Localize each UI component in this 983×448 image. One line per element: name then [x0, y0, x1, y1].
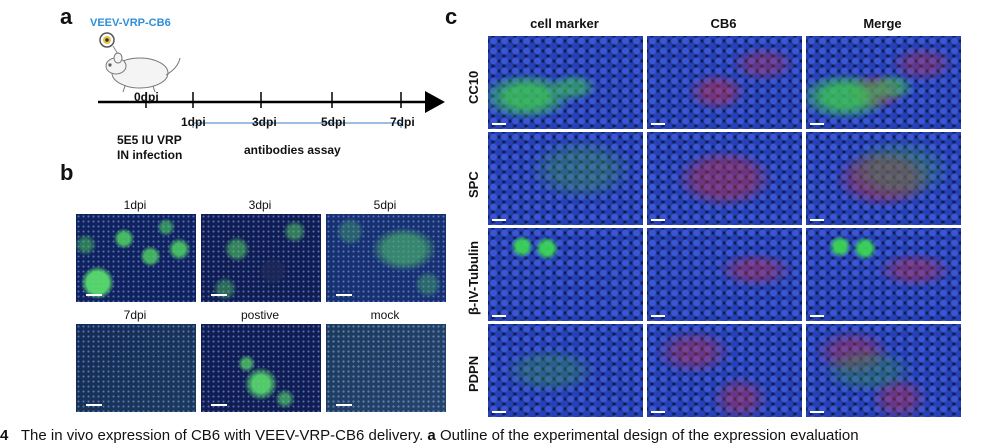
c-image-pdpn-merge — [805, 323, 962, 418]
c-image-beta-iv-tubulin-cb6 — [646, 227, 803, 322]
b-image-5dpi — [325, 213, 447, 303]
c-image-beta-iv-tubulin-cell-marker — [487, 227, 644, 322]
c-row-cc10: CC10 — [466, 70, 481, 104]
c-row-pdpn: PDPN — [466, 355, 481, 392]
b-image-postive — [200, 323, 322, 413]
figure-caption: 4 The in vivo expression of CB6 with VEE… — [0, 427, 983, 444]
vector-label: VEEV-VRP-CB6 — [90, 17, 171, 29]
assay-label: antibodies assay — [244, 143, 341, 157]
assay-bracket — [192, 122, 402, 128]
tick-3dpi: 3dpi — [252, 115, 277, 129]
panel-b-letter: b — [60, 160, 74, 185]
timeline-arrowhead — [425, 91, 445, 113]
scale-bar — [651, 315, 665, 317]
b-label-mock: mock — [370, 308, 400, 322]
b-image-3dpi — [200, 213, 322, 303]
scale-bar — [810, 219, 824, 221]
c-image-pdpn-cb6 — [646, 323, 803, 418]
dose-label: 5E5 IU VRP — [117, 133, 182, 147]
c-image-pdpn-cell-marker — [487, 323, 644, 418]
scale-bar — [810, 315, 824, 317]
route-label: IN infection — [117, 148, 183, 162]
c-col-cb6: CB6 — [710, 16, 737, 31]
scale-bar — [651, 219, 665, 221]
tick-1dpi: 1dpi — [181, 115, 206, 129]
c-image-spc-merge — [805, 131, 962, 226]
c-image-spc-cb6 — [646, 131, 803, 226]
c-image-cc10-merge — [805, 35, 962, 130]
scale-bar — [651, 123, 665, 125]
scale-bar — [810, 123, 824, 125]
c-row-spc: SPC — [466, 171, 481, 198]
c-image-cc10-cell-marker — [487, 35, 644, 130]
scale-bar — [492, 219, 506, 221]
b-image-1dpi — [75, 213, 197, 303]
caption-a-text: Outline of the experimental design of th… — [439, 427, 859, 444]
scale-bar — [810, 411, 824, 413]
b-label-3dpi: 3dpi — [248, 198, 272, 212]
b-image-7dpi — [75, 323, 197, 413]
tick-7dpi: 7dpi — [390, 115, 415, 129]
c-col-merge: Merge — [863, 16, 902, 31]
scale-bar — [492, 411, 506, 413]
b-label-postive: postive — [240, 308, 280, 322]
scale-bar — [651, 411, 665, 413]
caption-text: The in vivo expression of CB6 with VEEV-… — [20, 427, 424, 444]
panel-a-letter: a — [60, 4, 73, 29]
b-label-1dpi: 1dpi — [123, 198, 147, 212]
scale-bar — [492, 123, 506, 125]
figure-number: 4 — [0, 427, 9, 444]
virus-icon — [99, 32, 115, 48]
scale-bar — [492, 315, 506, 317]
c-col-cell-marker: cell marker — [530, 16, 599, 31]
panel-c-letter: c — [445, 4, 458, 29]
tick-0dpi: 0dpi — [134, 90, 159, 104]
b-label-7dpi: 7dpi — [123, 308, 147, 322]
c-image-cc10-cb6 — [646, 35, 803, 130]
c-row-beta-iv-tubulin: β-IV-Tubulin — [466, 240, 481, 315]
timeline-ticks — [145, 92, 402, 108]
b-label-5dpi: 5dpi — [373, 198, 397, 212]
c-image-beta-iv-tubulin-merge — [805, 227, 962, 322]
mouse-icon — [105, 52, 181, 93]
b-image-mock — [325, 323, 447, 413]
c-image-spc-cell-marker — [487, 131, 644, 226]
caption-a-letter: a — [427, 427, 436, 444]
tick-5dpi: 5dpi — [321, 115, 346, 129]
timeline-diagram — [98, 32, 445, 128]
